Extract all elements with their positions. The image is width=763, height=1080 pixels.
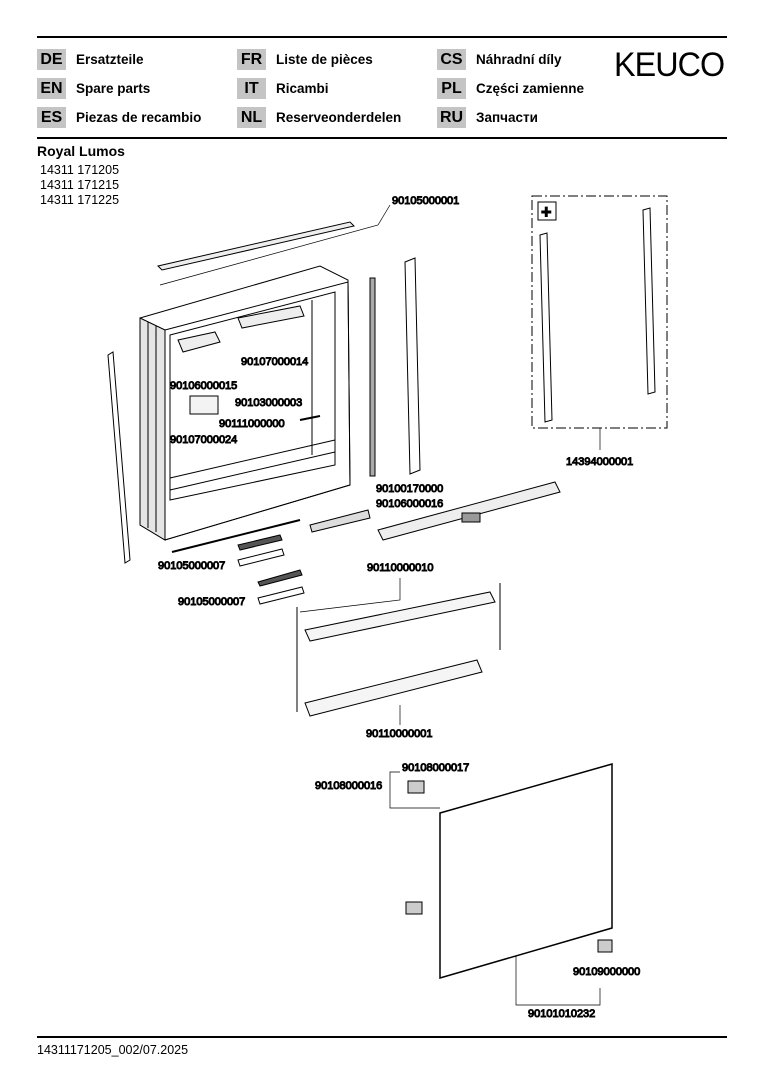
part-label: 90100170000 (376, 483, 443, 495)
lang-code: EN (37, 77, 66, 99)
lang-cs: CS Náhradní díly (437, 48, 562, 70)
lang-code: DE (37, 48, 66, 70)
lang-label: Ersatzteile (76, 51, 144, 67)
part-label: 90109000000 (573, 966, 640, 978)
lang-es: ES Piezas de recambio (37, 106, 201, 128)
lang-pl: PL Części zamienne (437, 77, 584, 99)
lang-label: Części zamienne (476, 80, 585, 96)
bracket-90106000015 (177, 331, 221, 353)
glass-shelf-lower (304, 659, 483, 717)
product-name: Royal Lumos (37, 143, 125, 159)
led-driver-box (189, 395, 219, 415)
lang-code: ES (37, 106, 66, 128)
lang-code: FR (237, 48, 266, 70)
lang-de: DE Ersatzteile (37, 48, 144, 70)
plus-icon: + (541, 202, 552, 222)
lang-code: PL (437, 77, 466, 99)
led-strip-90105000001 (369, 277, 376, 477)
lang-it: IT Ricambi (237, 77, 329, 99)
side-light-profile-right (642, 207, 656, 395)
article-number: 14311 171215 (40, 178, 120, 192)
lang-label: Ricambi (276, 80, 329, 96)
document-number: 14311171205_002/07.2025 (37, 1043, 189, 1057)
bottom-light-profile (377, 481, 561, 541)
lang-code: IT (237, 77, 266, 99)
right-side-profile (404, 257, 421, 475)
part-label: 90105000001 (392, 195, 459, 207)
part-label: 90111000000 (219, 418, 285, 430)
part-label: 90105000007 (178, 596, 245, 608)
lang-ru: RU Запчасти (437, 106, 538, 128)
header-rule (37, 137, 727, 139)
optional-parts-box (531, 195, 668, 429)
top-cover-strip (157, 221, 355, 271)
left-side-profile (107, 351, 131, 564)
part-label: 90105000007 (158, 560, 225, 572)
lang-code: CS (437, 48, 466, 70)
part-label: 14394000001 (566, 456, 633, 468)
part-label: 90107000024 (170, 434, 237, 446)
lang-label: Reserveonderdelen (276, 109, 402, 125)
lang-label: Spare parts (76, 80, 151, 96)
part-label: 90103000003 (235, 397, 302, 409)
part-label: 90106000015 (170, 380, 237, 392)
part-label: 90107000014 (241, 356, 308, 368)
part-label: 90106000016 (376, 498, 443, 510)
top-rule (37, 36, 727, 38)
mirror-door (439, 763, 613, 979)
lang-label: Liste de pièces (276, 51, 373, 67)
lang-fr: FR Liste de pièces (237, 48, 373, 70)
lang-code: RU (437, 106, 466, 128)
switch-bar (309, 509, 371, 533)
part-label: 90108000016 (315, 780, 382, 792)
part-label: 90108000017 (402, 762, 469, 774)
plus-icon-box (537, 201, 557, 221)
glass-shelf-upper (304, 591, 496, 642)
part-label: 90110000010 (367, 562, 433, 574)
lang-label: Запчасти (476, 109, 538, 125)
brand-logo: KEUCO (614, 46, 725, 84)
article-number: 14311 171225 (40, 193, 120, 207)
part-label: 90110000001 (366, 728, 432, 740)
article-number: 14311 171205 (40, 163, 120, 177)
lang-code: NL (237, 106, 266, 128)
lang-en: EN Spare parts (37, 77, 150, 99)
footer-rule (37, 1036, 727, 1038)
lang-label: Náhradní díly (476, 51, 562, 67)
lang-nl: NL Reserveonderdelen (237, 106, 401, 128)
bracket-90107000014 (237, 305, 305, 329)
cabinet-body (139, 265, 351, 541)
part-label: 90101010232 (528, 1008, 595, 1020)
lang-label: Piezas de recambio (76, 109, 202, 125)
side-light-profile-left (539, 232, 553, 423)
